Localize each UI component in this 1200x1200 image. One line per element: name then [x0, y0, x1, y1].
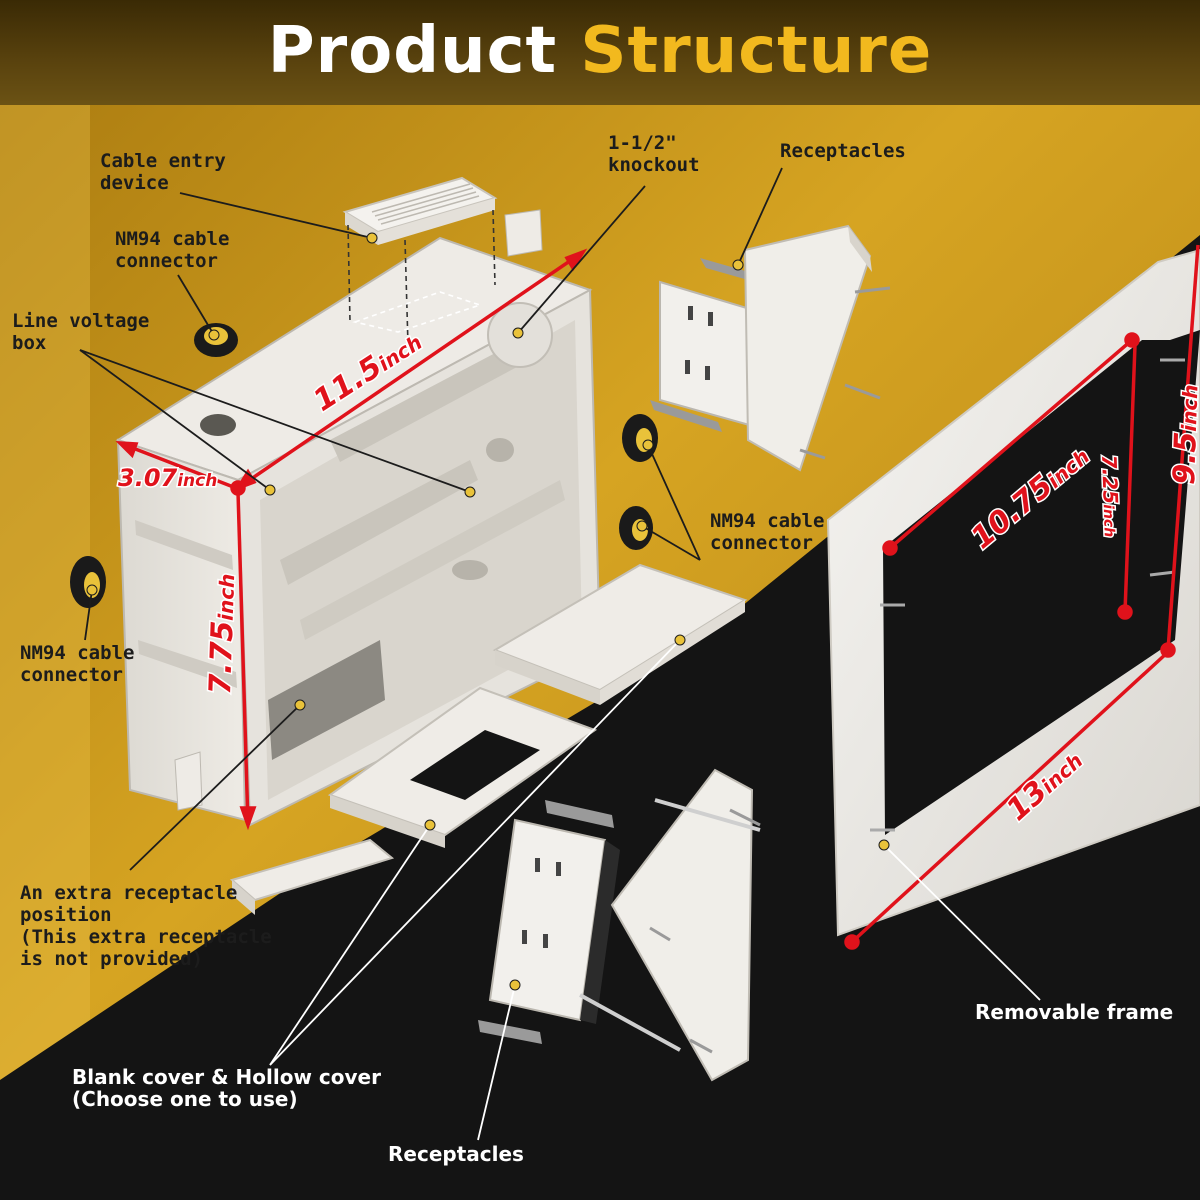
- receptacle-bottom: [478, 800, 620, 1044]
- label-extra-receptacle: An extra receptacle position (This extra…: [20, 882, 272, 970]
- label-removable-frame: Removable frame: [975, 1000, 1174, 1024]
- label-receptacles-top: Receptacles: [780, 140, 906, 162]
- cable-entry-device: [342, 176, 498, 245]
- cable-entry-guides: [347, 209, 496, 346]
- blank-cover: [492, 563, 748, 705]
- extra-position-cover: [229, 838, 395, 915]
- dim-frame-inner-height: 7.25inch: [1097, 454, 1124, 537]
- title-word-1: Product: [267, 14, 558, 88]
- title-word-2: Structure: [580, 14, 933, 88]
- hollow-cover: [327, 686, 598, 848]
- leader-lines-dark: [79, 167, 783, 871]
- dim-frame-outer-height: 9.5inch: [1167, 384, 1200, 486]
- label-nm94-top: NM94 cable connector: [115, 228, 230, 272]
- nm94-connector-right-lower: [619, 506, 653, 550]
- header-band: Product Structure: [0, 0, 1200, 105]
- label-nm94-left: NM94 cable connector: [20, 642, 135, 686]
- label-line-voltage-box: Line voltage box: [12, 310, 150, 354]
- leader-lines-light: [269, 639, 1041, 1141]
- nm94-connector-left: [70, 556, 106, 608]
- mounting-bracket-bottom: [579, 768, 761, 1082]
- label-receptacles-bottom: Receptacles: [388, 1142, 524, 1166]
- mounting-bracket-top: [743, 224, 891, 472]
- label-cable-entry-device: Cable entry device: [100, 150, 226, 194]
- label-nm94-right: NM94 cable connector: [710, 510, 825, 554]
- dim-box-depth: 3.07inch: [118, 464, 217, 492]
- label-knockout: 1-1/2" knockout: [608, 132, 700, 176]
- leader-dots: [86, 232, 890, 991]
- line-voltage-box: [115, 209, 602, 827]
- dimension-lines: [115, 244, 1200, 950]
- page-title: Product Structure: [0, 14, 1200, 88]
- light-beam: [0, 100, 90, 1200]
- dim-box-height: 7.75inch: [203, 573, 242, 695]
- dark-background: [0, 235, 1200, 1200]
- removable-frame: [826, 248, 1200, 937]
- label-blank-hollow-cover: Blank cover & Hollow cover (Choose one t…: [72, 1065, 381, 1111]
